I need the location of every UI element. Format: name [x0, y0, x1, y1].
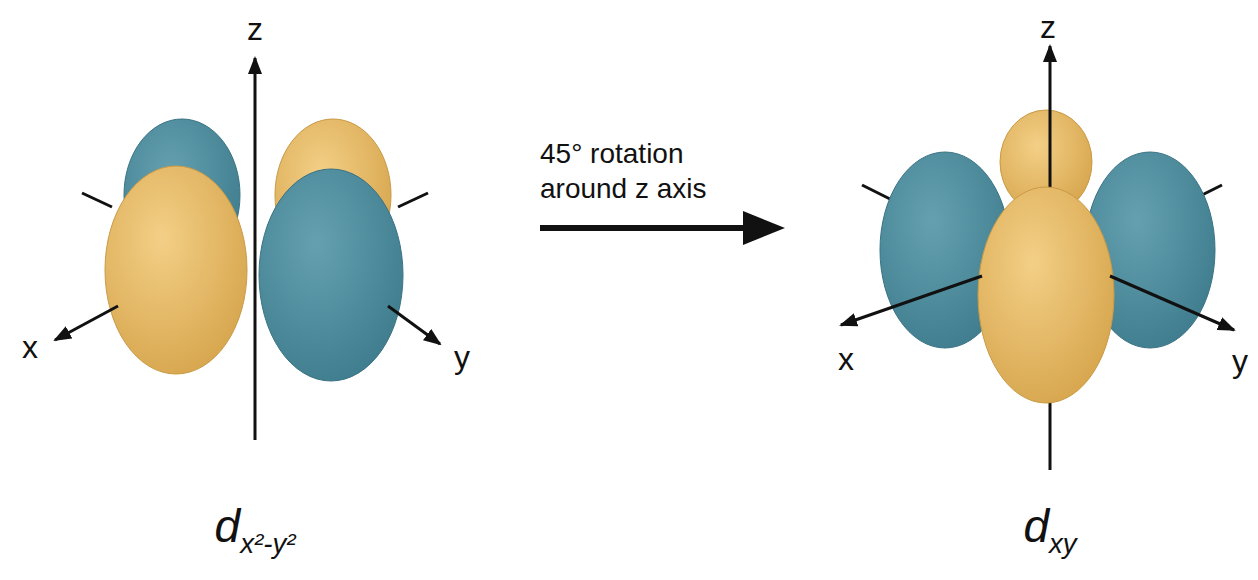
axis-label: z [1040, 10, 1056, 45]
axis-label: y [454, 340, 470, 375]
axis-tick [398, 193, 428, 207]
orbital-lobe [978, 187, 1114, 403]
axis-label: x [22, 330, 38, 365]
orbital-subscript: x²-y² [240, 528, 295, 559]
axis-label: x [838, 342, 854, 377]
orbital-figure: dxy [785, 20, 1250, 568]
orbital-letter: d [215, 500, 241, 552]
dxy-orbital [841, 46, 1234, 470]
axis-label: y [1232, 344, 1248, 379]
y-axis [1110, 276, 1234, 330]
axis-label: z [247, 12, 263, 47]
arrow-shaft [540, 225, 745, 231]
orbital-figure: dx²-y² [20, 20, 540, 568]
x-axis [841, 276, 982, 325]
axis-tick [862, 185, 892, 200]
z-axis [254, 58, 257, 440]
orbital-subscript: xy [1049, 528, 1077, 559]
x-axis [55, 306, 118, 340]
orbital-letter: d [1023, 500, 1049, 552]
dx2y2-orbital [55, 58, 440, 440]
orbital-name: dx²-y² [215, 500, 296, 560]
orbital-lobe [259, 169, 403, 381]
orbital-lobe [105, 166, 247, 374]
orbital-name: dxy [1023, 500, 1076, 560]
arrow-label: 45° rotation around z axis [540, 136, 775, 206]
axis-tick [82, 193, 112, 207]
y-axis [388, 306, 440, 344]
rotation-arrow [540, 211, 785, 245]
arrow-head [743, 211, 785, 245]
